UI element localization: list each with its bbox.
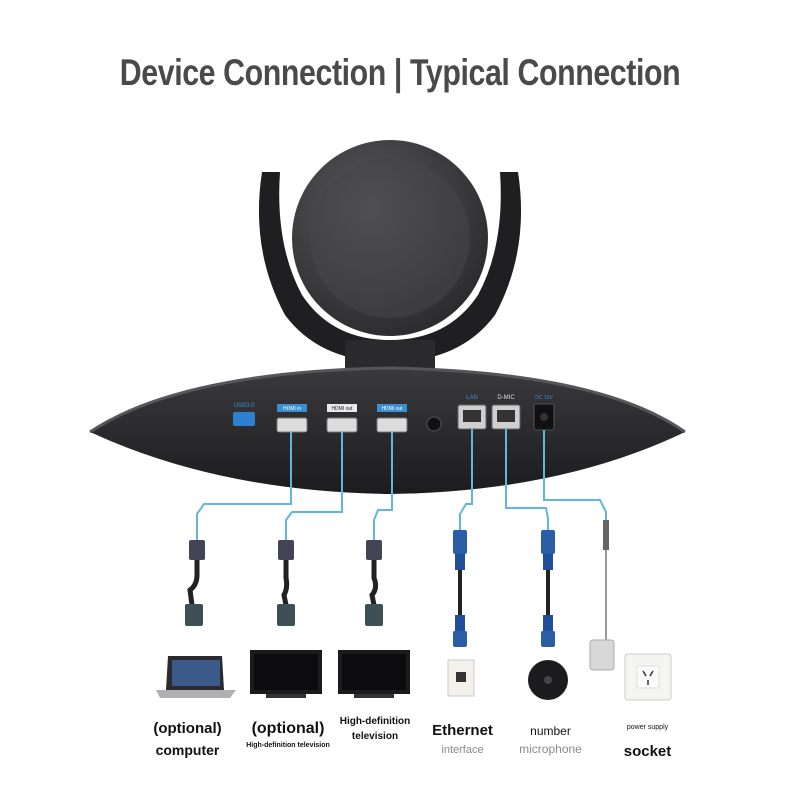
page-title: Device Connection | Typical Connection xyxy=(119,52,681,93)
line-ethernet xyxy=(459,429,473,530)
device-label-mic-l2: microphone xyxy=(519,742,582,756)
device-label-ethernet-l2: interface xyxy=(441,744,484,756)
microphone-icon xyxy=(528,660,568,700)
hdmi-in-tag xyxy=(277,404,307,412)
device-label-hdtv1-l1: (optional) xyxy=(251,720,325,737)
hdmi-out-tag xyxy=(327,404,357,412)
tv-icon-1 xyxy=(250,650,322,698)
cable-lines xyxy=(196,429,607,540)
device-label-hdtv1-l2: High-definition television xyxy=(246,742,330,749)
dc-label: DC 12V xyxy=(535,395,553,401)
dmic-label: D-MIC xyxy=(497,395,515,401)
power-adapter xyxy=(589,520,615,671)
hdmi-out-port[interactable] xyxy=(326,417,358,433)
ethernet-cable-2 xyxy=(541,530,555,647)
laptop-icon xyxy=(156,656,236,698)
hdmi-out2-tag xyxy=(377,404,407,412)
usb-port-label: USB3.0 xyxy=(234,403,255,409)
hdmi-out-label: HDMI out xyxy=(331,406,353,412)
ethernet-wall-plate-icon xyxy=(447,659,475,697)
device-label-power-l2: socket xyxy=(623,743,672,760)
tv-icon-2 xyxy=(338,650,410,698)
hdmi-cable-1 xyxy=(185,540,205,626)
hdmi-out2-label: HDMI out xyxy=(381,406,403,412)
hdmi-cable-3 xyxy=(365,540,383,626)
line-mic xyxy=(505,429,549,530)
wall-socket-icon xyxy=(624,653,672,701)
device-label-hdtv2-l2: television xyxy=(351,731,399,742)
ethernet-cable-1 xyxy=(453,530,467,647)
device-label-computer-l2: computer xyxy=(155,742,220,758)
hdmi-in-port[interactable] xyxy=(276,417,308,433)
line-hdtv-1 xyxy=(285,432,343,540)
ptz-camera xyxy=(89,140,686,494)
line-hdtv-2 xyxy=(373,432,393,540)
hdmi-out2-port[interactable] xyxy=(376,417,408,433)
audio-jack[interactable] xyxy=(426,416,442,432)
device-label-hdtv2-l1: High-definition xyxy=(339,716,411,727)
port-panel: USB3.0 HDMI in HDMI out HDMI out LAN D-M… xyxy=(233,395,555,433)
device-label-computer-l1: (optional) xyxy=(153,720,222,737)
device-label-ethernet-l1: Ethernet xyxy=(432,722,493,739)
hdmi-cable-2 xyxy=(277,540,295,626)
line-computer xyxy=(196,432,292,540)
lan-label: LAN xyxy=(466,395,478,401)
usb-port[interactable] xyxy=(233,412,255,426)
hdmi-in-label: HDMI in xyxy=(283,406,301,412)
device-label-mic-l1: number xyxy=(530,724,571,738)
device-label-power-l1: power supply xyxy=(626,724,669,731)
line-power xyxy=(543,430,607,520)
